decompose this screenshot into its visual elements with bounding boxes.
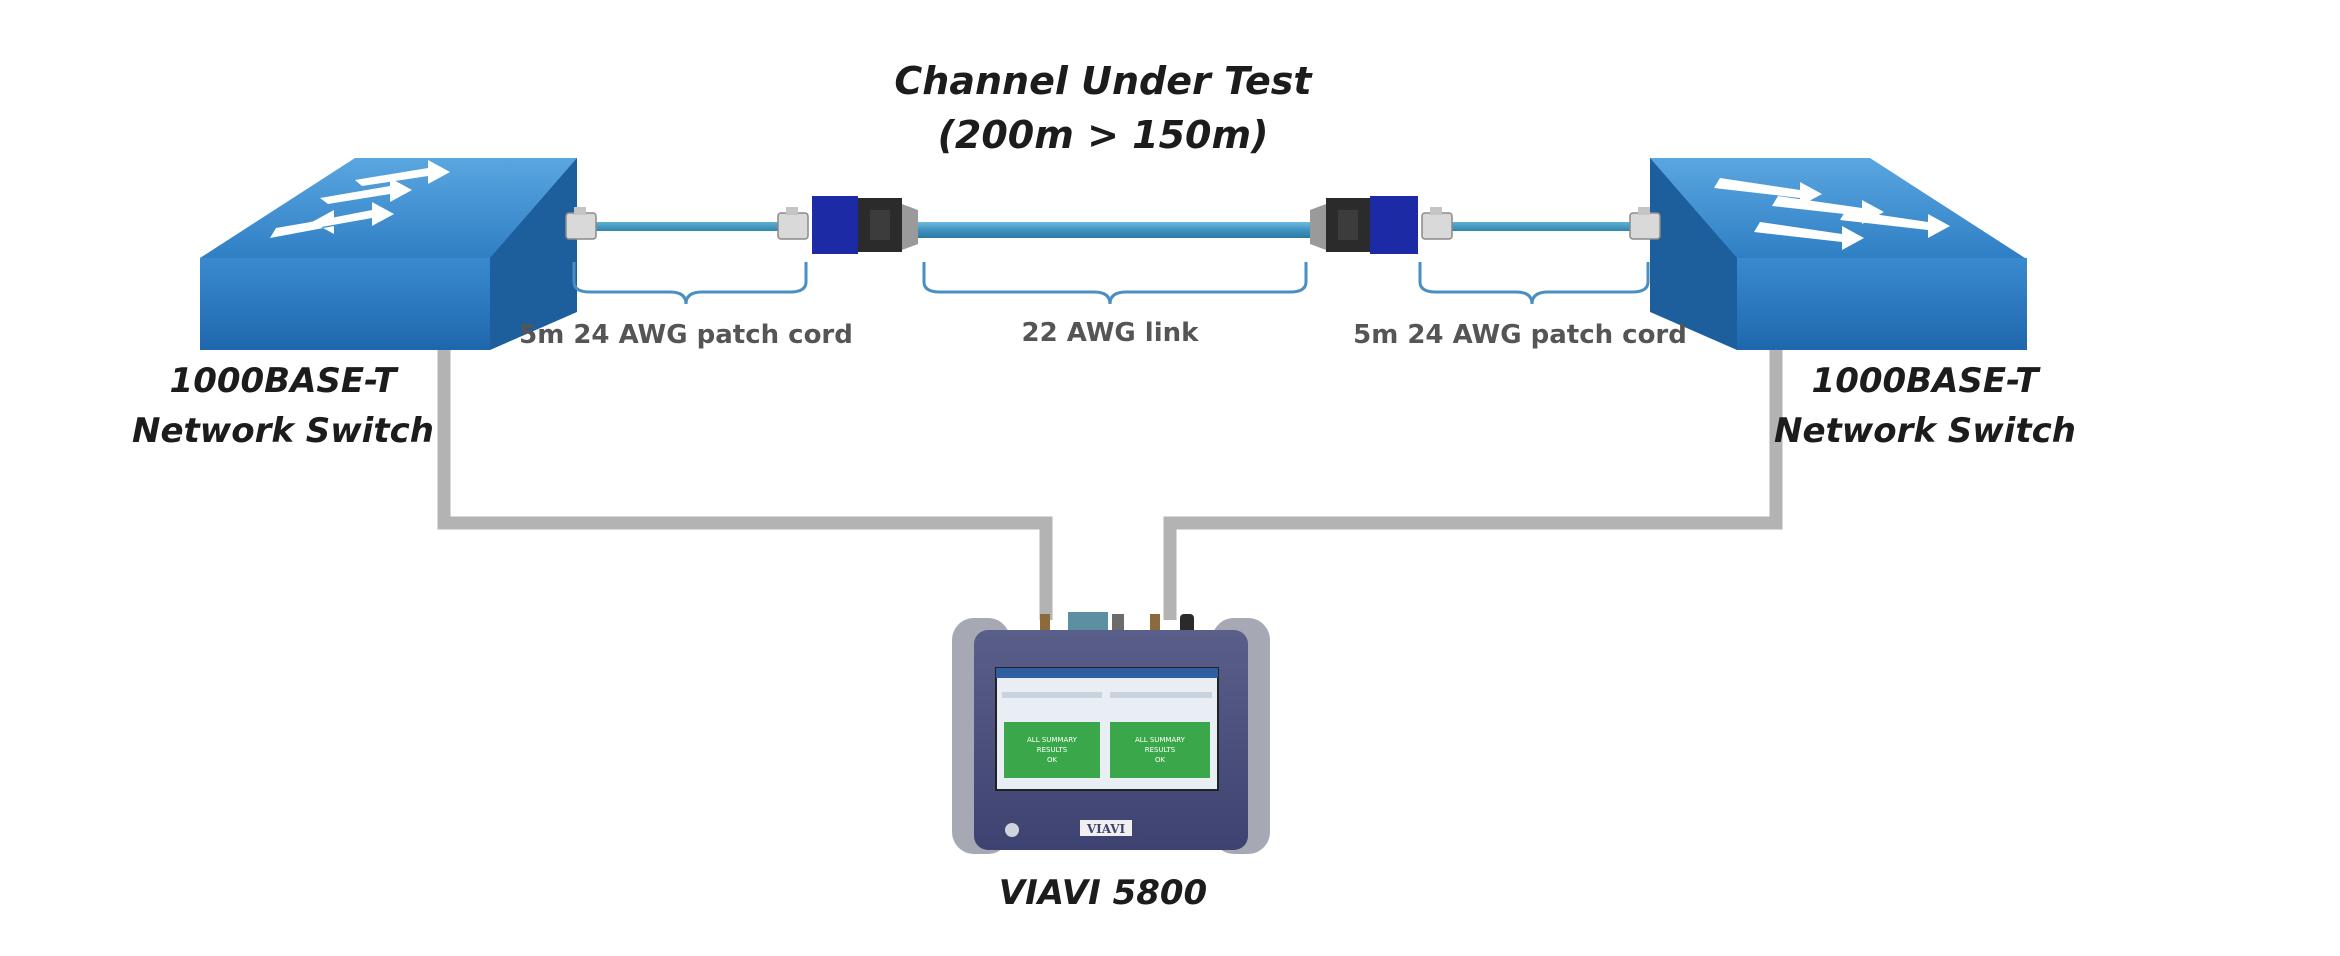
left-switch-label-line-1: 1000BASE-T [170,361,400,401]
left-plug-a-tab [574,207,586,215]
link-label: 22 AWG link [1022,318,1200,348]
right-switch-front [1737,258,2027,350]
left-jack-connector [812,196,918,254]
left-patch-cord-label: 5m 24 AWG patch cord [519,320,853,350]
tester-screen-bar-left [1002,692,1102,698]
right-patch-cord-label: 5m 24 AWG patch cord [1353,320,1687,350]
left-switch-label-line-2: Network Switch [132,411,434,451]
tester-port-3 [1150,614,1160,634]
right-plug-a [1421,212,1453,240]
tester-screen-bar-right [1110,692,1212,698]
right-switch-arrows-icon [1714,178,1950,250]
left-patch-cord [565,207,809,240]
right-network-switch [1650,158,2027,350]
tester-right-result-line-1: ALL SUMMARY [1135,736,1186,744]
left-patch-cable [590,222,790,231]
tester-left-result-line-3: OK [1047,756,1058,764]
tester-screen-titlebar [996,668,1218,678]
title-line-1: Channel Under Test [894,59,1313,103]
left-plug-b-tab [786,207,798,215]
left-plug-a [565,212,597,240]
cable-brackets [572,262,1650,305]
tester-left-result-line-2: RESULTS [1037,746,1068,754]
link-cable [918,222,1310,238]
tester-result-panel-left [1004,722,1100,778]
right-plug-b-tab [1638,207,1650,215]
tester-left-result-line-1: ALL SUMMARY [1027,736,1078,744]
tester-port-block [1068,612,1108,630]
left-switch-side [490,158,577,350]
tester-brand-label: VIAVI [1086,822,1126,836]
right-patch-cable [1442,222,1642,231]
right-patch-bracket [1418,262,1650,305]
left-switch-front [200,258,490,350]
tester-result-panel-right [1110,722,1210,778]
right-plug-a-tab [1430,207,1442,215]
title-line-2: (200m > 150m) [938,113,1269,157]
left-tester-line [437,322,1053,620]
left-switch-arrows-icon [270,160,450,238]
viavi-tester-device: ALL SUMMARY RESULTS OK ALL SUMMARY RESUL… [952,612,1270,854]
left-plug-b [777,212,809,240]
right-jack-connector [1310,196,1418,254]
tester-label: VIAVI 5800 [999,873,1207,913]
tester-power-button [1005,823,1019,837]
left-patch-bracket [572,262,808,305]
link-bracket [922,262,1308,305]
left-network-switch [200,158,577,350]
right-plug-b [1629,212,1661,240]
tester-right-result-line-3: OK [1155,756,1166,764]
tester-port-2 [1112,614,1124,632]
right-tester-line [1163,322,1783,620]
right-switch-label-line-2: Network Switch [1774,411,2076,451]
tester-brand-plate [1080,820,1132,836]
right-switch-label-line-1: 1000BASE-T [1812,361,2042,401]
tester-right-result-line-2: RESULTS [1145,746,1176,754]
right-switch-side [1650,158,1737,350]
tester-port-1 [1040,614,1050,634]
tester-connection-lines [437,322,1783,620]
right-patch-cord [1421,207,1661,240]
